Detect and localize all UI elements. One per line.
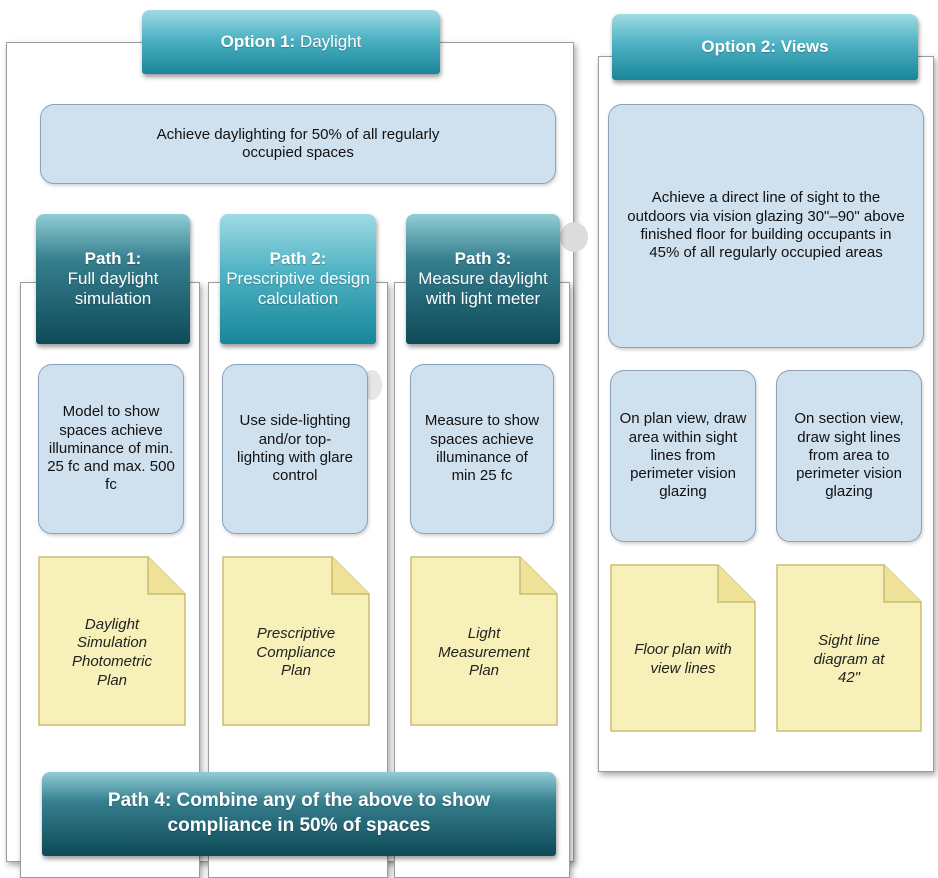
option2-method-plan-text: On plan view, draw area within sight lin…	[619, 410, 747, 501]
path2-header: Path 2: Prescriptive design calculation	[220, 214, 376, 344]
option1-header: Option 1: Daylight	[142, 10, 440, 74]
option2-document-plan: Floor plan with view lines	[610, 564, 756, 732]
path4-banner: Path 4: Combine any of the above to show…	[42, 772, 556, 856]
document-icon	[610, 564, 756, 732]
path3-method: Measure to show spaces achieve illuminan…	[410, 364, 554, 534]
path3-method-text: Measure to show spaces achieve illuminan…	[424, 412, 540, 485]
option2-method-section: On section view, draw sight lines from a…	[776, 370, 922, 542]
option2-requirement: Achieve a direct line of sight to the ou…	[608, 104, 924, 348]
path2-header-label: Path 2:	[269, 249, 327, 268]
path3-document-label: Light Measurement Plan	[438, 624, 530, 680]
path1-header: Path 1: Full daylight simulation	[36, 214, 190, 344]
option2-document-section: Sight line diagram at 42"	[776, 564, 922, 732]
option2-document-section-label: Sight line diagram at 42"	[813, 631, 885, 687]
document-icon	[776, 564, 922, 732]
option1-header-label: Option 1:	[220, 32, 296, 51]
path2-document: Prescriptive Compliance Plan	[222, 556, 370, 726]
document-icon	[222, 556, 370, 726]
path1-header-label: Path 1:	[84, 249, 142, 268]
decorative-circle	[560, 222, 588, 252]
path3-document: Light Measurement Plan	[410, 556, 558, 726]
path3-header-title: Measure daylight with light meter	[418, 269, 548, 308]
option2-document-plan-label: Floor plan with view lines	[634, 641, 732, 677]
path3-header-label: Path 3:	[454, 249, 512, 268]
path1-method-text: Model to show spaces achieve illuminance…	[47, 403, 175, 494]
option2-method-section-text: On section view, draw sight lines from a…	[794, 410, 904, 501]
path1-document: Daylight Simulation Photometric Plan	[38, 556, 186, 726]
path2-method-text: Use side-lighting and/or top-lighting wi…	[237, 412, 353, 485]
option1-requirement-text: Achieve daylighting for 50% of all regul…	[156, 125, 440, 161]
option2-header: Option 2: Views	[612, 14, 918, 80]
path2-header-title: Prescriptive design calculation	[226, 269, 370, 308]
path4-text: Path 4: Combine any of the above to show…	[107, 790, 491, 836]
option1-requirement: Achieve daylighting for 50% of all regul…	[40, 104, 556, 184]
path2-method: Use side-lighting and/or top-lighting wi…	[222, 364, 368, 534]
path3-header: Path 3: Measure daylight with light mete…	[406, 214, 560, 344]
option2-header-title: Option 2: Views	[701, 37, 829, 56]
path1-method: Model to show spaces achieve illuminance…	[38, 364, 184, 534]
path1-header-title: Full daylight simulation	[67, 269, 159, 308]
document-icon	[410, 556, 558, 726]
option2-method-plan: On plan view, draw area within sight lin…	[610, 370, 756, 542]
option2-requirement-text: Achieve a direct line of sight to the ou…	[627, 189, 905, 262]
document-icon	[38, 556, 186, 726]
option1-header-title: Daylight	[299, 32, 362, 51]
path1-document-label: Daylight Simulation Photometric Plan	[71, 615, 153, 689]
path2-document-label: Prescriptive Compliance Plan	[256, 624, 336, 680]
